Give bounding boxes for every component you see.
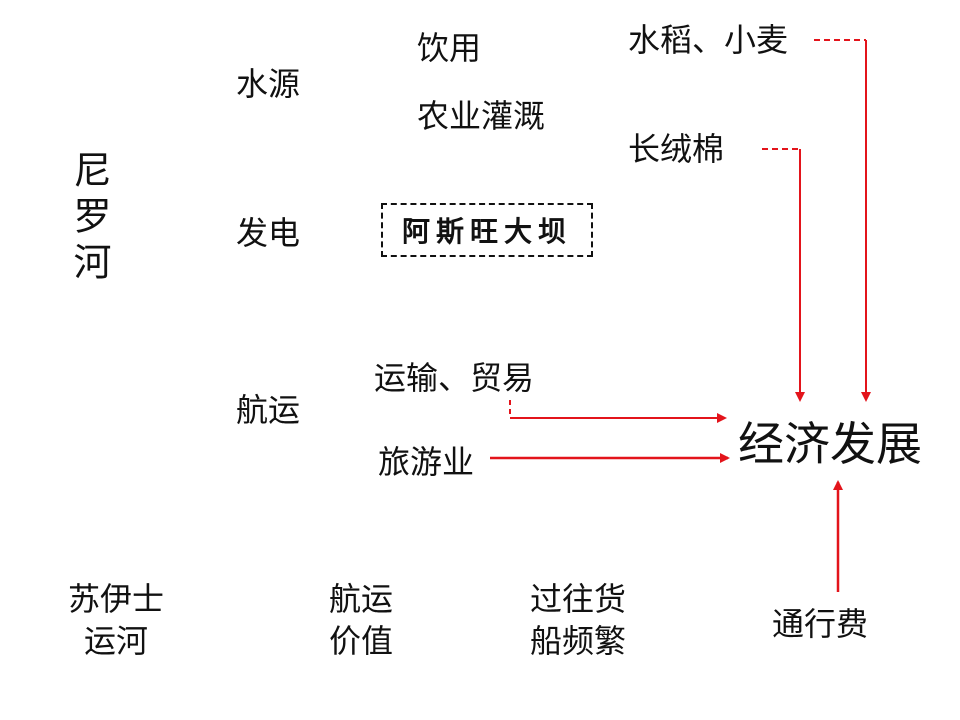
crop-rice-wheat: 水稻、小麦 — [628, 21, 789, 59]
toll-label: 通行费 — [772, 605, 869, 643]
use-irrigation: 农业灌溉 — [417, 97, 546, 135]
suez-canal-line1: 苏伊士 — [68, 580, 165, 618]
power-label: 发电 — [236, 214, 301, 252]
river-label: 尼罗河 — [67, 150, 111, 288]
ship-traffic-line1: 过往货 — [530, 580, 627, 618]
economic-development-label: 经济发展 — [738, 417, 922, 471]
use-tourism: 旅游业 — [378, 443, 475, 481]
suez-canal-line2: 运河 — [84, 622, 149, 660]
ship-traffic-line2: 船频繁 — [530, 622, 627, 660]
use-drinking: 饮用 — [417, 29, 482, 67]
crop-cotton: 长绒棉 — [628, 130, 725, 168]
shipping-value-line2: 价值 — [329, 622, 394, 660]
shipping-value-line1: 航运 — [329, 580, 394, 618]
use-transport-trade: 运输、贸易 — [374, 359, 535, 397]
water-source-label: 水源 — [236, 65, 301, 103]
aswan-dam-box: 阿斯旺大坝 — [381, 203, 593, 257]
shipping-label: 航运 — [236, 391, 301, 429]
